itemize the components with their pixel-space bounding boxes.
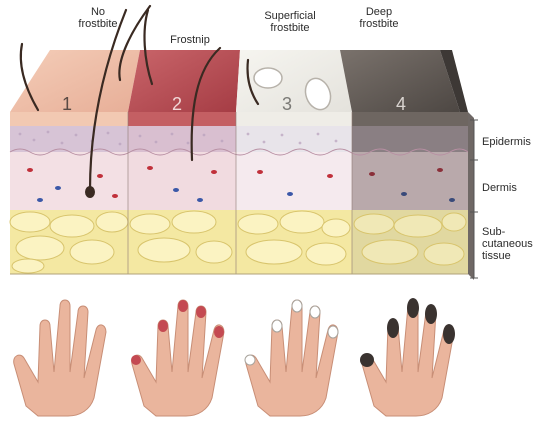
stage3-top-surface	[236, 50, 352, 112]
stage-label-superficial-frostbite: Superficial frostbite	[250, 10, 330, 34]
layer-label-dermis: Dermis	[482, 182, 517, 194]
stage-number-2: 2	[172, 94, 182, 115]
stage-label-no-frostbite: No frostbite	[68, 6, 128, 30]
stage2-dermis	[128, 152, 236, 210]
stage-number-1: 1	[62, 94, 72, 115]
hand-frostnip-icon	[131, 300, 224, 416]
layer-label-epidermis: Epidermis	[482, 136, 531, 148]
hand-blackened-icon	[360, 298, 455, 416]
stage-number-3: 3	[282, 94, 292, 115]
stage3-epidermis	[236, 112, 352, 126]
stage-label-deep-frostbite: Deep frostbite	[344, 6, 414, 30]
layer-label-subcutaneous: Sub- cutaneous tissue	[482, 226, 533, 262]
stage4-epidermis	[352, 112, 468, 126]
hand-blistered-icon	[245, 300, 338, 416]
stage1-dermis	[10, 152, 128, 210]
hand-normal-icon	[14, 300, 106, 416]
stage2-top-surface	[128, 50, 240, 112]
stage-label-frostnip: Frostnip	[160, 34, 220, 46]
blister-1	[254, 68, 282, 88]
stage3-dermis	[236, 152, 352, 210]
stage-number-4: 4	[396, 94, 406, 115]
